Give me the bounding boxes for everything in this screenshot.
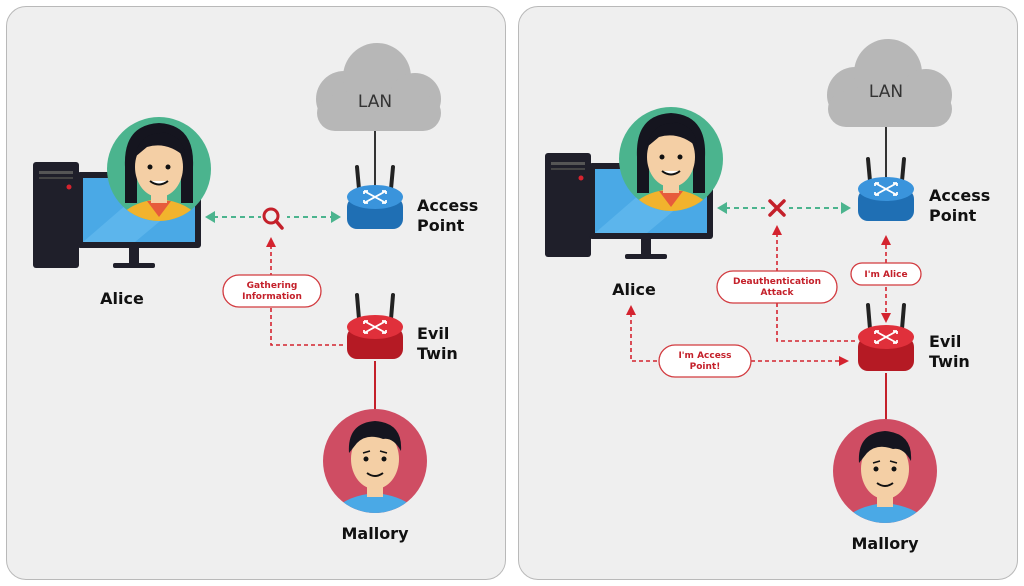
evil-twin-router-icon [858, 303, 914, 371]
mallory-avatar [833, 419, 937, 523]
svg-text:Information: Information [242, 292, 302, 302]
alice-avatar [107, 117, 211, 221]
alice-label: Alice [100, 289, 144, 308]
evil-twin-label-1: Evil [929, 332, 961, 351]
access-point-label-2: Point [417, 216, 465, 235]
mallory-label: Mallory [342, 524, 410, 543]
gathering-information-path [266, 237, 343, 346]
cross-icon [765, 197, 789, 219]
evil-twin-label-2: Twin [929, 352, 970, 371]
svg-text:Attack: Attack [761, 288, 795, 298]
panel-gathering-information: LAN Access Point [6, 6, 506, 580]
magnifier-icon [261, 207, 287, 230]
evil-twin-router-icon [347, 293, 403, 359]
access-point-label-2: Point [929, 206, 977, 225]
lan-label: LAN [869, 82, 903, 102]
svg-text:I'm Alice: I'm Alice [864, 270, 907, 280]
deauthentication-attack-pill: Deauthentication Attack [716, 270, 838, 304]
alice-access-point-link [205, 211, 341, 223]
mallory-avatar [323, 409, 427, 513]
svg-text:Point!: Point! [690, 362, 721, 372]
access-point-label-1: Access [929, 186, 990, 205]
svg-text:Gathering: Gathering [247, 281, 298, 291]
access-point-router-icon [858, 157, 914, 221]
access-point-label-1: Access [417, 196, 478, 215]
access-point-router-icon [347, 165, 403, 229]
svg-text:Deauthentication: Deauthentication [733, 277, 821, 287]
gathering-information-pill: Gathering Information [222, 274, 322, 308]
lan-label: LAN [358, 92, 392, 112]
mallory-label: Mallory [852, 534, 920, 553]
alice-avatar [619, 107, 723, 211]
lan-cloud-icon: LAN [827, 39, 952, 127]
deauthentication-path [772, 225, 855, 342]
im-alice-pill: I'm Alice [850, 262, 922, 286]
svg-text:I'm Access: I'm Access [678, 351, 731, 361]
im-access-point-path [626, 305, 849, 366]
evil-twin-label-1: Evil [417, 324, 449, 343]
alice-label: Alice [612, 280, 656, 299]
panel-deauthentication-attack: LAN Access Point [518, 6, 1018, 580]
evil-twin-label-2: Twin [417, 344, 458, 363]
lan-cloud-icon: LAN [316, 43, 441, 131]
im-access-point-pill: I'm Access Point! [658, 344, 752, 378]
